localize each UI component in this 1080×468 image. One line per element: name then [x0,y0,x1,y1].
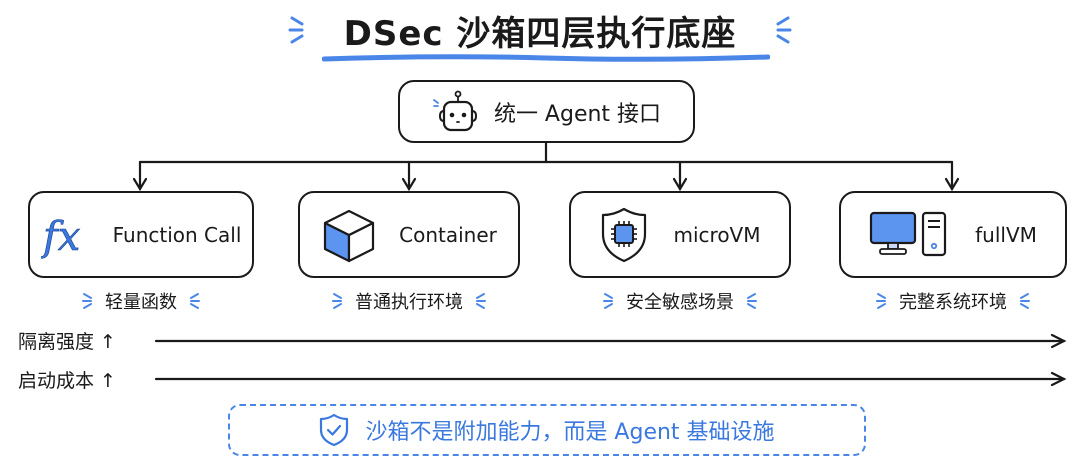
robot-icon [433,90,477,131]
cost-axis-arrowhead [1050,371,1067,387]
unified-agent-interface-node: 统一 Agent 接口 [398,80,695,143]
layer-caption: 普通执行环境 [298,288,520,314]
layer-microvm: microVM [569,191,791,278]
diagram-title: DSec 沙箱四层执行底座 [343,14,737,54]
sparkle-icon [476,293,486,309]
footer-callout: 沙箱不是附加能力，而是 Agent 基础设施 [228,404,866,456]
top-node-label: 统一 Agent 接口 [493,101,662,127]
shield-chip-icon [601,207,646,262]
sparkle-icon [747,293,757,309]
axis-arrows [154,333,1067,387]
isolation-axis-arrowhead [1050,333,1067,349]
shield-check-icon [320,413,349,447]
layer-caption: 完整系统环境 [839,288,1067,314]
layer-container: Container [298,191,520,278]
svg-text:fx: fx [41,214,80,260]
layer-label: fullVM [975,222,1037,247]
function-fx-icon: fx [41,213,81,260]
layer-label: Function Call [112,222,242,247]
connector-tree [132,141,960,192]
layer-label: Container [399,222,497,247]
sparkle-icon [876,293,886,309]
title-underline [322,54,770,62]
sparkle-icon [603,293,613,309]
sparkle-icon [332,293,342,309]
desktop-computer-icon [870,211,947,256]
layer-function-call: fx Function Call [28,191,254,278]
sparkle-icon [190,293,200,309]
cube-icon [324,209,375,262]
sparkle-icon [1020,293,1030,309]
axis-label-isolation: 隔离强度 ↑ [18,331,116,353]
title-sparkle-right-icon [776,16,792,44]
sparkle-icon [82,293,92,309]
layer-caption: 轻量函数 [28,288,254,314]
layer-label: microVM [673,222,761,247]
footer-text: 沙箱不是附加能力，而是 Agent 基础设施 [365,420,775,445]
layer-fullvm: fullVM [839,191,1067,278]
layer-caption: 安全敏感场景 [569,288,791,314]
title-sparkle-left-icon [288,16,304,44]
axis-label-startup-cost: 启动成本 ↑ [18,370,116,392]
